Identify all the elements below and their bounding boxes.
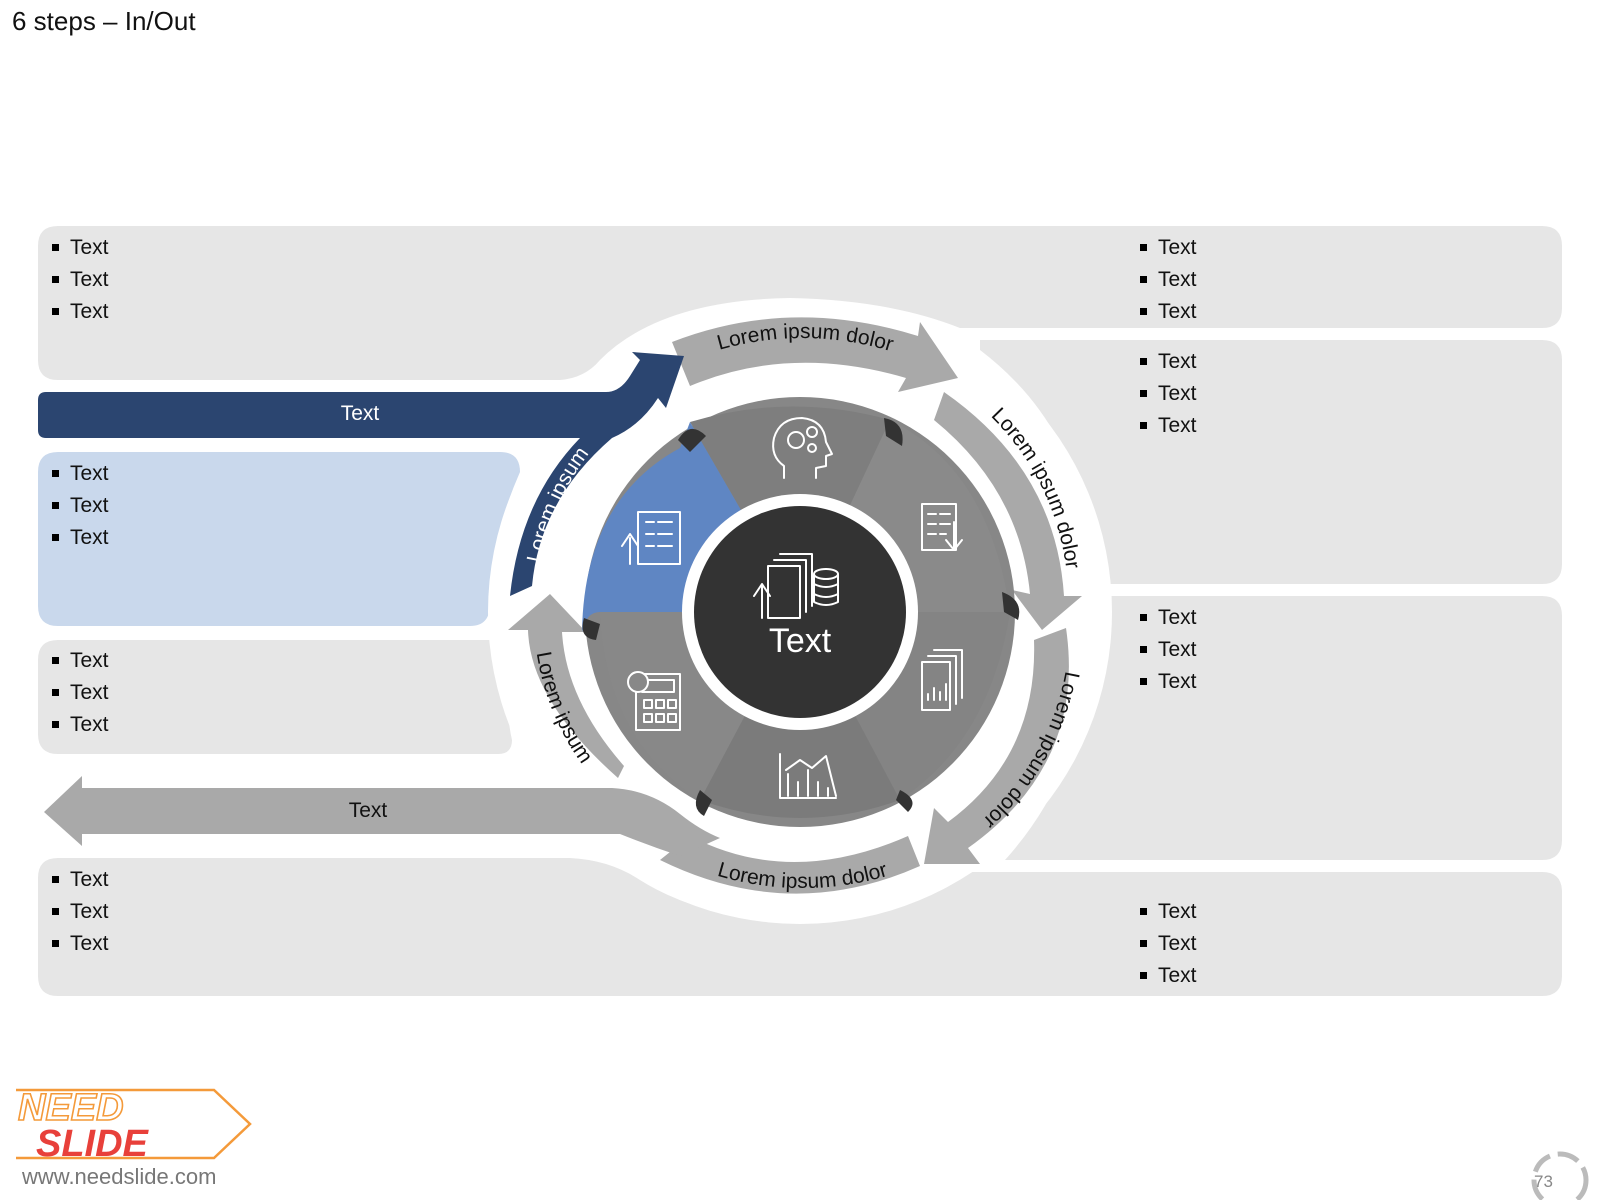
list-item: Text	[50, 928, 109, 960]
page-title: 6 steps – In/Out	[12, 6, 196, 36]
panel-top-right-list: Text Text Text	[1138, 232, 1197, 328]
list-item: Text	[1138, 634, 1197, 666]
panel-right-upper-bg	[980, 340, 1562, 584]
report-chart-icon	[921, 649, 963, 711]
page-number: 73	[1534, 1172, 1553, 1191]
checklist-download-icon	[921, 503, 963, 551]
list-item: Text	[50, 232, 109, 264]
growth-chart-icon	[779, 753, 837, 799]
panel-left-blue-list: Text Text Text	[50, 458, 109, 554]
page-badge	[1531, 1151, 1589, 1200]
list-item: Text	[1138, 896, 1197, 928]
list-item: Text	[1138, 666, 1197, 698]
needslide-logo: NEED SLIDE	[16, 1086, 252, 1162]
list-item: Text	[1138, 232, 1197, 264]
svg-text:SLIDE: SLIDE	[36, 1123, 150, 1162]
list-item: Text	[1138, 296, 1197, 328]
center-label: Text	[768, 622, 832, 660]
panel-top-bg	[38, 226, 1562, 380]
panel-left-gray-list: Text Text Text	[50, 645, 109, 741]
panel-bottom-right-list: Text Text Text	[1138, 896, 1197, 992]
list-item: Text	[1138, 410, 1197, 442]
ring-arrow-bottom-right[interactable]	[924, 628, 1069, 864]
panel-left-gray-bg	[38, 640, 512, 754]
calculator-icon	[627, 671, 681, 731]
list-item: Text	[50, 709, 109, 741]
panel-bottom-bg	[38, 858, 1562, 996]
in-arrow[interactable]	[38, 352, 684, 438]
ring-arrow-bottom[interactable]	[660, 836, 920, 894]
panel-left-blue-bg[interactable]	[38, 452, 520, 626]
list-item: Text	[50, 522, 109, 554]
list-item: Text	[50, 490, 109, 522]
list-item: Text	[50, 864, 109, 896]
list-item: Text	[1138, 960, 1197, 992]
ring-arrow-top-right[interactable]	[934, 392, 1082, 630]
list-item: Text	[1138, 346, 1197, 378]
svg-text:NEED: NEED	[18, 1087, 124, 1129]
footer-url[interactable]: www.needslide.com	[22, 1164, 217, 1189]
panel-bottom-left-list: Text Text Text	[50, 864, 109, 960]
list-item: Text	[1138, 264, 1197, 296]
ring-arrow-top[interactable]	[672, 317, 958, 392]
panel-right-upper-list: Text Text Text	[1138, 346, 1197, 442]
list-item: Text	[1138, 928, 1197, 960]
out-arrow[interactable]	[44, 776, 720, 856]
head-gears-icon	[772, 417, 833, 479]
list-item: Text	[50, 296, 109, 328]
list-item: Text	[50, 264, 109, 296]
list-item: Text	[50, 896, 109, 928]
panel-right-lower-bg	[1005, 596, 1562, 860]
in-arrow-ring-leg[interactable]	[510, 438, 612, 596]
checklist-upload-icon	[621, 511, 681, 565]
list-item: Text	[1138, 378, 1197, 410]
list-item: Text	[50, 458, 109, 490]
in-arrow-label: Text	[340, 402, 380, 425]
panel-right-lower-list: Text Text Text	[1138, 602, 1197, 698]
list-item: Text	[50, 677, 109, 709]
out-arrow-label: Text	[348, 799, 388, 822]
panel-top-left-list: Text Text Text	[50, 232, 109, 328]
list-item: Text	[50, 645, 109, 677]
documents-coins-icon	[753, 553, 839, 619]
list-item: Text	[1138, 602, 1197, 634]
ring-arrow-left-up[interactable]	[508, 594, 624, 778]
